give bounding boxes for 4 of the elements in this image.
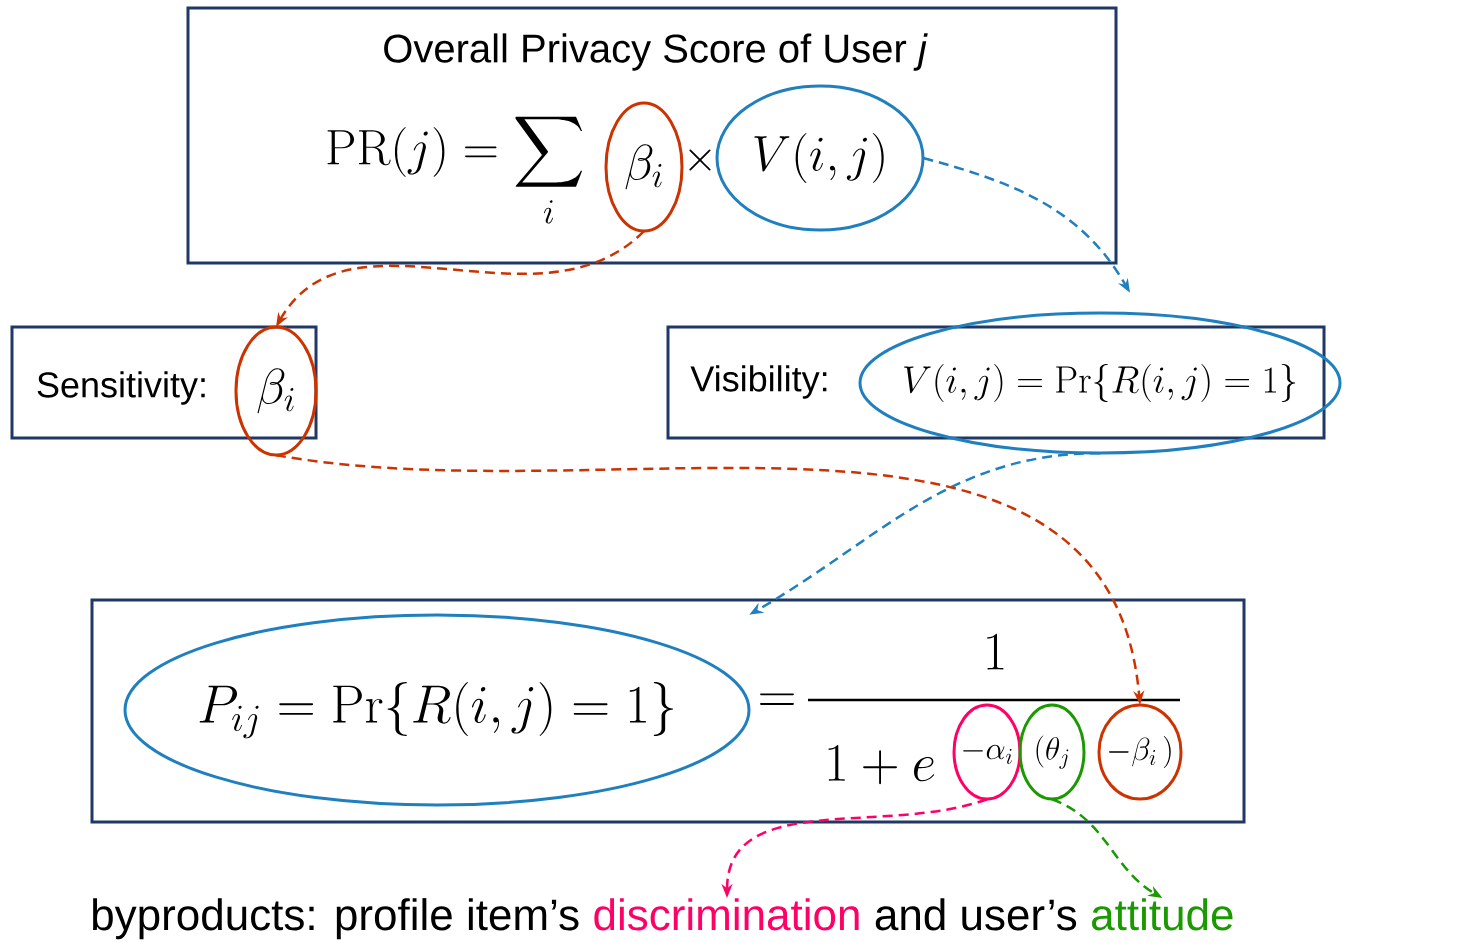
caption-text: discrimination — [594, 898, 859, 931]
caption-text: attitude — [1092, 898, 1233, 931]
caption-text: byproducts: profile item’s — [93, 898, 579, 940]
caption-text: and user’s — [875, 898, 1077, 931]
